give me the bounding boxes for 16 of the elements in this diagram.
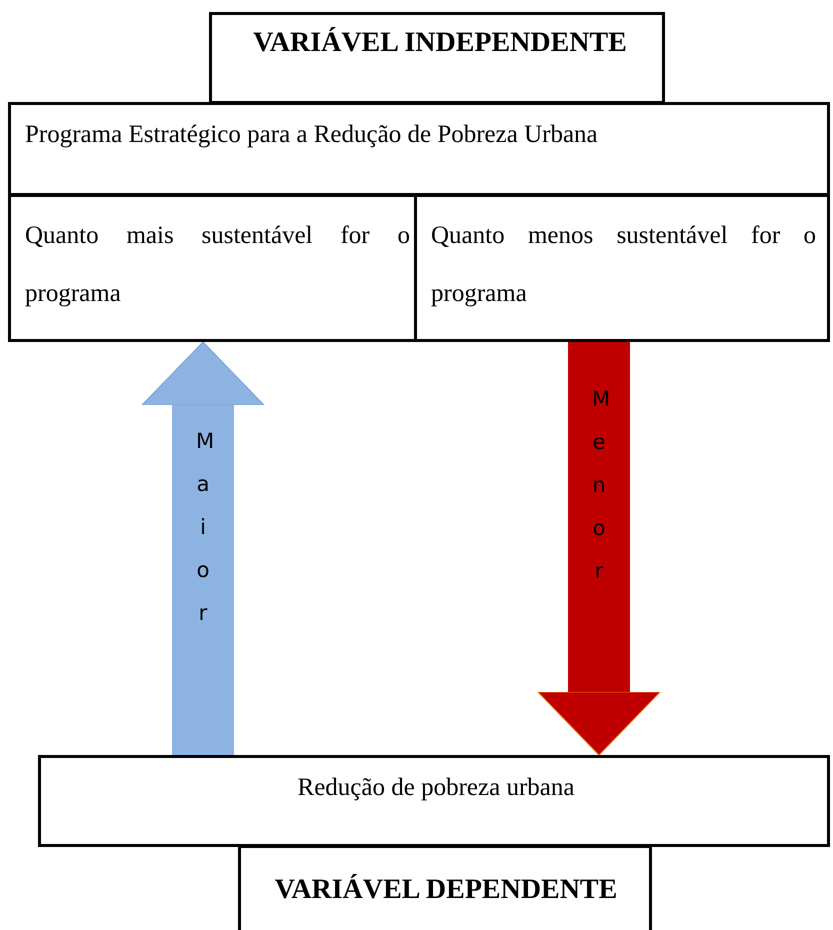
edge-label: Maior	[196, 428, 210, 627]
variable-box	[209, 12, 665, 104]
heading-text: VARIÁVEL INDEPENDENTE	[252, 26, 628, 60]
table-cell	[414, 194, 830, 342]
heading-text: VARIÁVEL DEPENDENTE	[274, 873, 618, 907]
outcome-box	[38, 755, 830, 847]
program-box	[8, 102, 830, 196]
edge-label: Menor	[592, 386, 606, 585]
block-arrow	[142, 342, 264, 755]
variable-box	[238, 845, 652, 930]
table-cell	[8, 194, 417, 342]
box-text: Quanto mais sustentável for o programa	[25, 221, 410, 309]
box-text: Programa Estratégico para a Redução de Pobreza Urbana	[25, 120, 599, 150]
box-text: Quanto menos sustentável for o programa	[431, 221, 816, 309]
box-text: Redução de pobreza urbana	[296, 773, 576, 803]
block-arrow	[538, 342, 660, 756]
